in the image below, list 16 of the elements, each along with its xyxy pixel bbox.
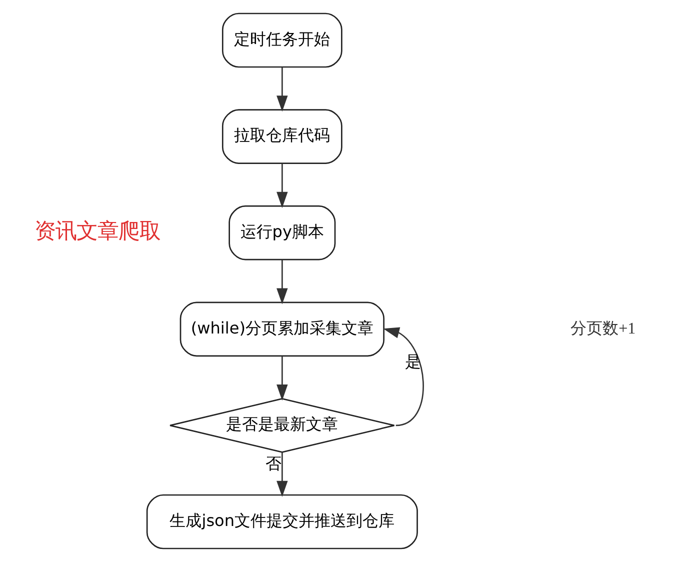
arrow <box>276 452 288 497</box>
label: 分页数+1 <box>570 320 636 338</box>
label: 资讯文章爬取 <box>34 218 160 244</box>
arrow <box>276 163 288 208</box>
edge-label: 是 <box>404 352 421 371</box>
arrow <box>276 67 288 112</box>
node-box: 生成json文件提交并推送到仓库 <box>146 494 418 550</box>
node-box: (while)分页累加采集文章 <box>179 302 384 357</box>
node-box: 拉取仓库代码 <box>221 109 342 164</box>
node-box: 运行py脚本 <box>228 205 336 260</box>
node-diamond: 是否是最新文章 <box>168 398 394 453</box>
arrow <box>382 327 424 426</box>
arrow <box>276 356 288 401</box>
node-box: 定时任务开始 <box>221 12 342 68</box>
edge-label: 否 <box>264 454 281 474</box>
arrow <box>276 260 288 304</box>
